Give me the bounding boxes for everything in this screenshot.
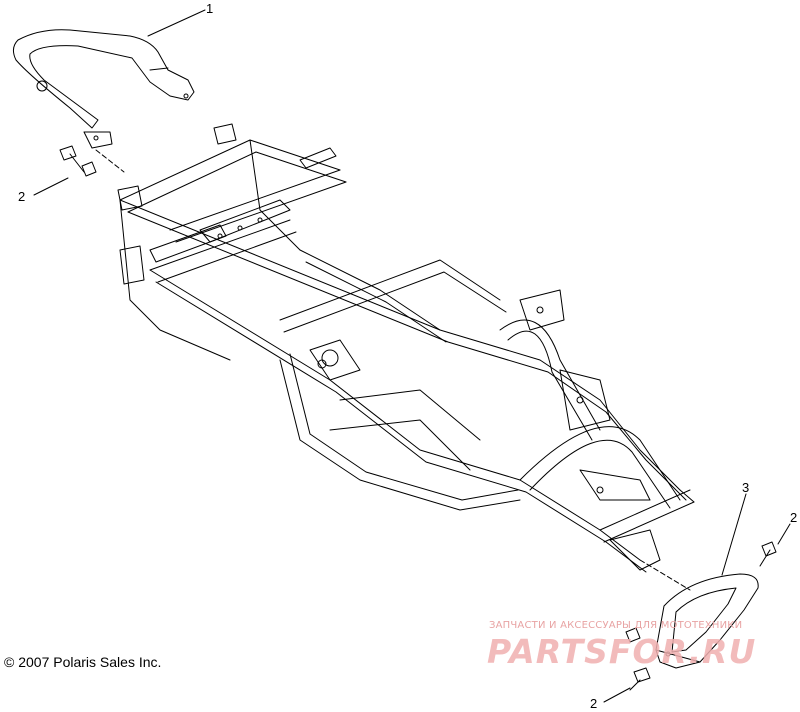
front-bumper	[655, 573, 759, 669]
callout-part-1: 1	[206, 1, 214, 16]
callout-part-2-right: 2	[790, 510, 798, 525]
callout-part-2-bottom: 2	[590, 696, 598, 711]
watermark-logo: PARTSFOR.RU	[487, 632, 757, 671]
rear-rack-tube	[12, 29, 195, 149]
watermark-tagline: ЗАПЧАСТИ И АКСЕССУАРЫ ДЛЯ МОТОТЕХНИКИ	[489, 620, 743, 631]
bolt-right	[759, 541, 777, 567]
callout-part-3: 3	[742, 480, 750, 495]
callout-part-2-left: 2	[18, 189, 26, 204]
leader-lines	[33, 9, 791, 703]
bolt-lower	[625, 627, 651, 691]
bolt-upper-left	[59, 145, 97, 177]
main-frame	[117, 123, 695, 573]
copyright-notice: © 2007 Polaris Sales Inc.	[4, 654, 162, 670]
